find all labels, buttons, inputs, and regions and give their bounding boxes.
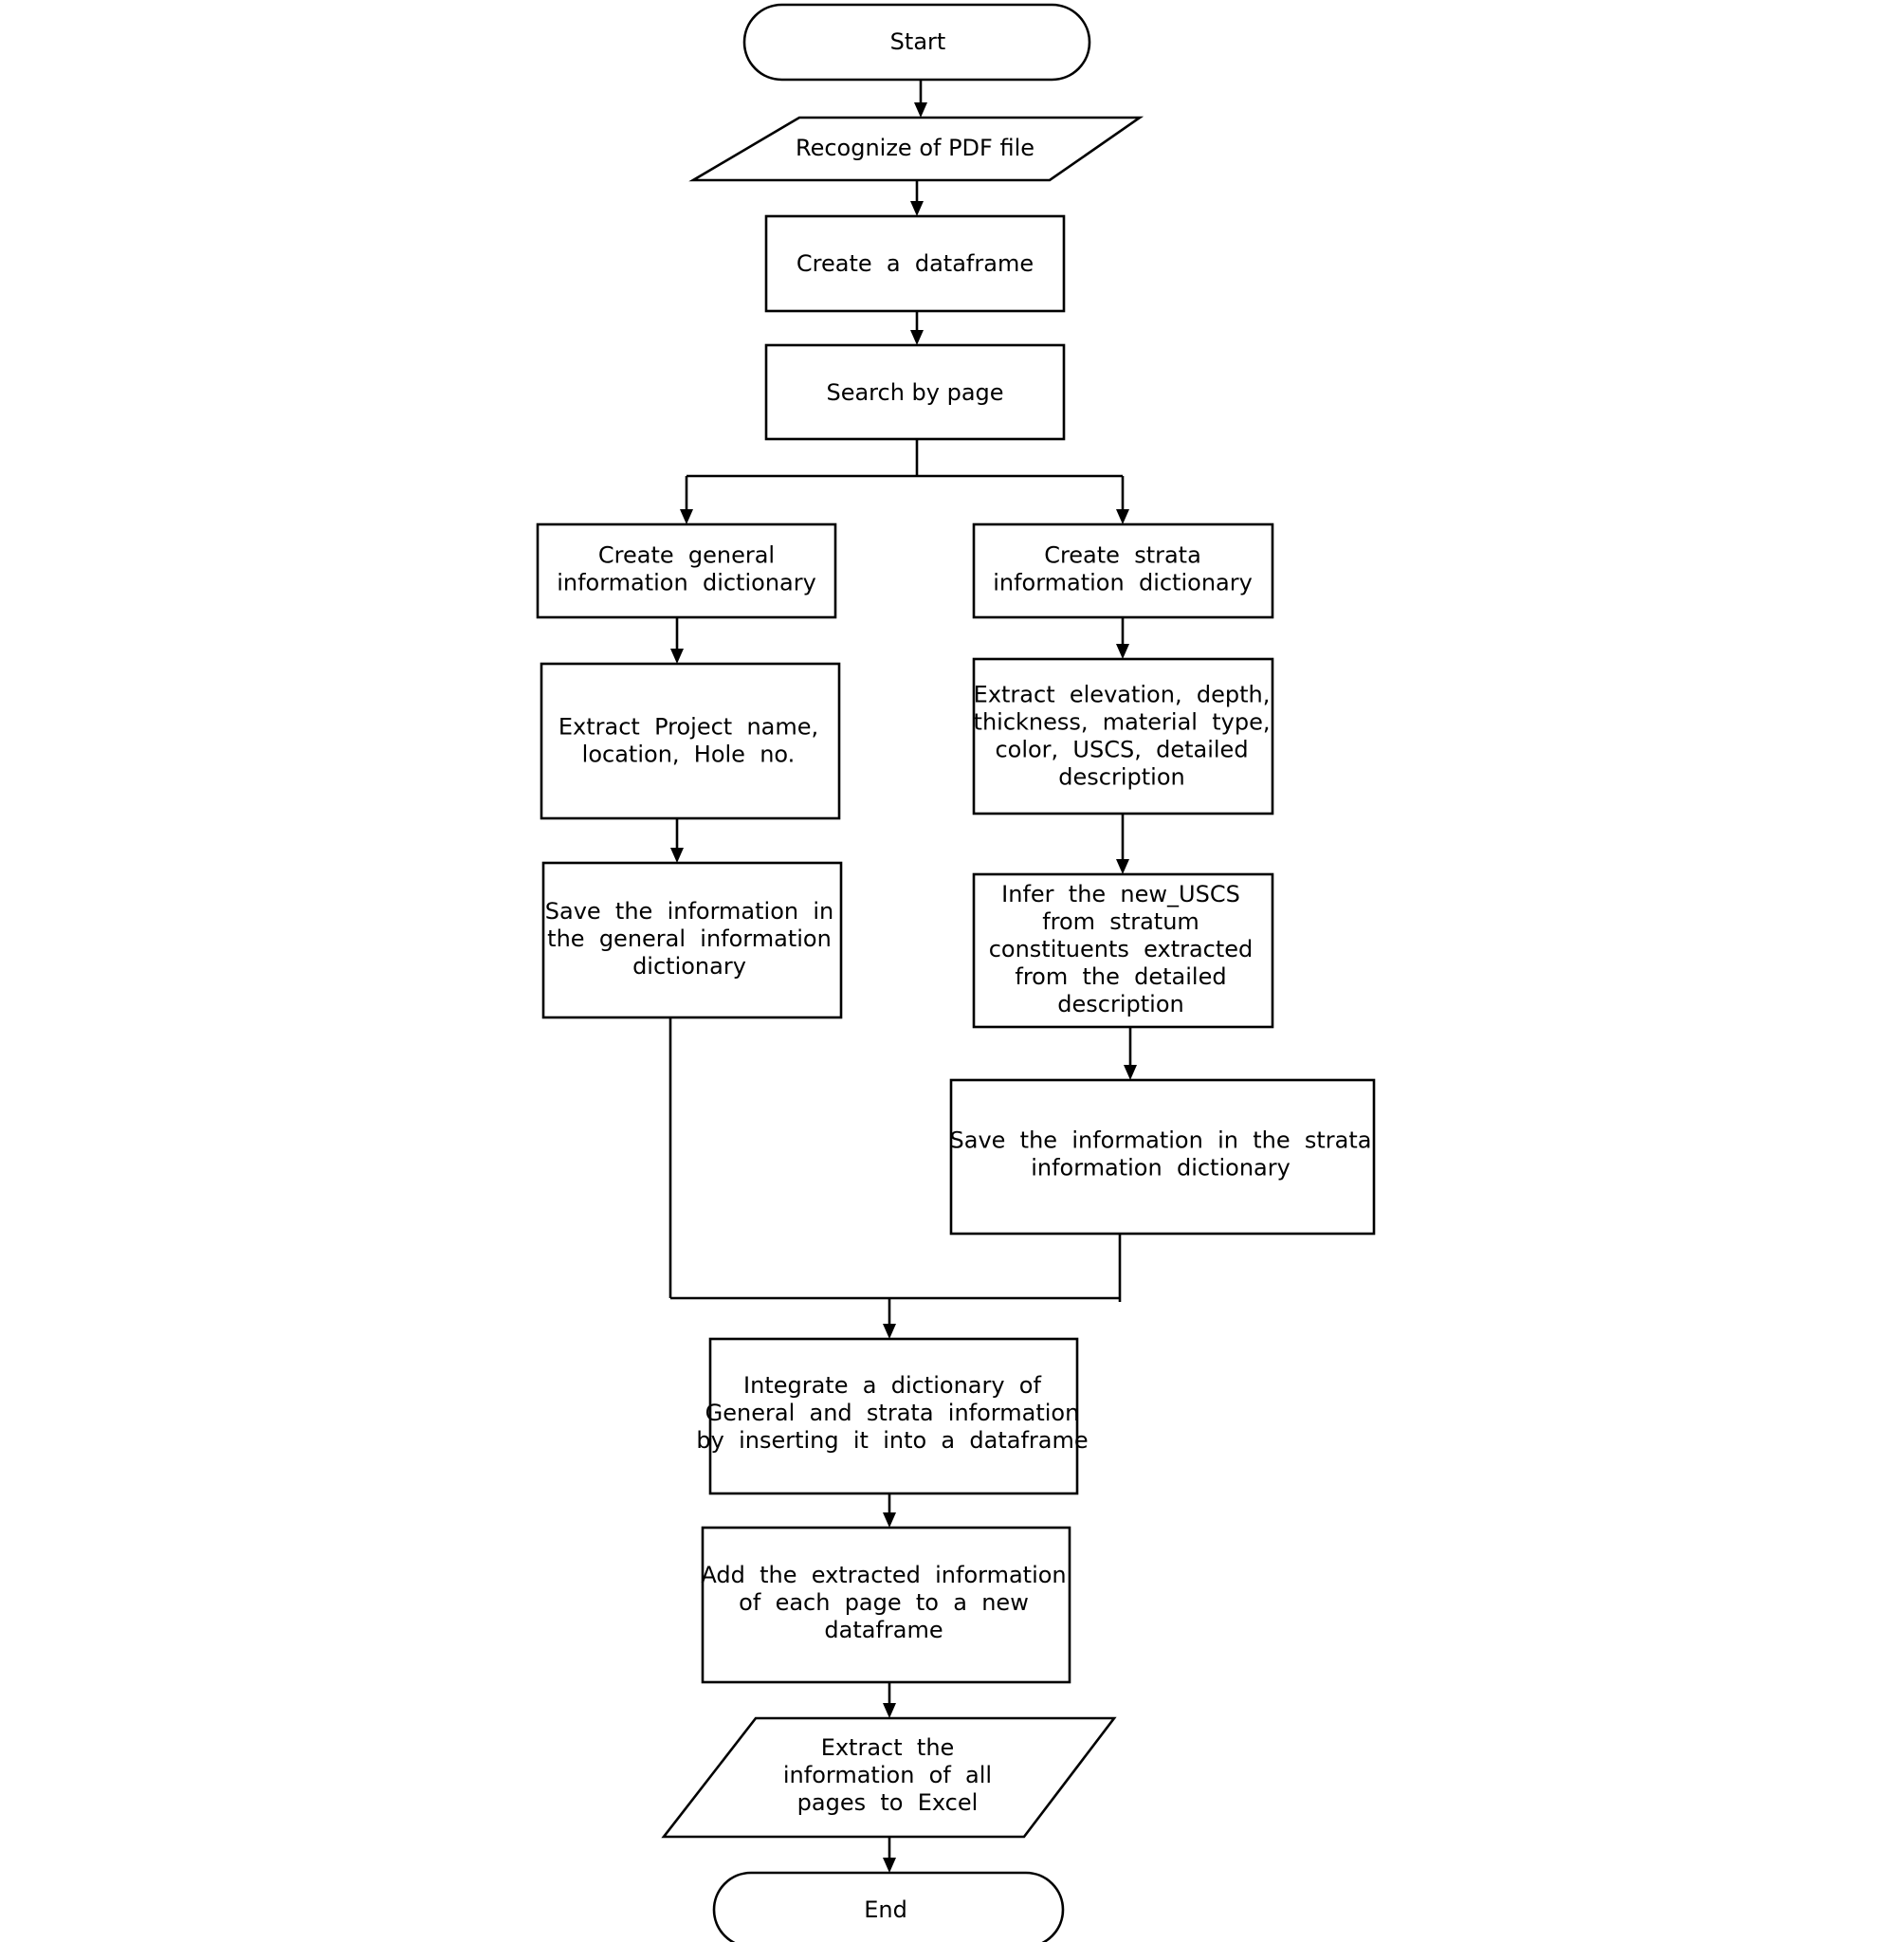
label-line: Infer the new_USCS — [1001, 881, 1240, 907]
label-line: End — [864, 1896, 907, 1923]
arrowhead-save-strata — [1124, 1065, 1137, 1080]
start-terminal — [742, 3, 1091, 82]
arrowhead-extract-project — [670, 649, 684, 664]
search-by-page-label: Search by page — [826, 379, 1003, 406]
label-line: Extract Project name, — [558, 714, 818, 741]
label-line: color, USCS, detailed — [995, 737, 1248, 763]
label-line: dataframe — [824, 1617, 943, 1643]
label-line: information of all — [783, 1762, 992, 1788]
label-line: from the detailed — [1015, 963, 1226, 990]
extract-strata-box — [972, 657, 1274, 815]
label-line: Start — [890, 28, 946, 55]
label-line: Search by page — [826, 379, 1003, 406]
integrate-box — [708, 1337, 1079, 1495]
end-label: End — [864, 1896, 907, 1923]
label-line: by inserting it into a dataframe — [696, 1427, 1088, 1454]
label-line: from stratum — [1042, 908, 1199, 935]
label-line: General and strata information — [705, 1400, 1080, 1426]
extract-project-label: Extract Project name,location, Hole no. — [558, 714, 818, 768]
label-line: pages to Excel — [797, 1789, 979, 1816]
recognize-pdf-input — [688, 116, 1144, 182]
arrowhead-add — [883, 1512, 896, 1528]
arrowhead-save-general — [670, 848, 684, 863]
label-line: information dictionary — [557, 570, 816, 596]
label-line: of each page to a new — [739, 1589, 1029, 1616]
create-dataframe-box — [764, 214, 1066, 313]
add-extracted-box — [701, 1526, 1071, 1684]
label-line: dictionary — [632, 953, 746, 980]
extract-project-box — [540, 662, 841, 820]
label-line: constituents extracted — [989, 936, 1254, 962]
arrowhead-integrate — [883, 1324, 896, 1339]
create-general-dict-box — [536, 522, 837, 619]
label-line: Save the information in the strata — [950, 1127, 1372, 1154]
label-line: Create a dataframe — [796, 250, 1034, 277]
label-line: location, Hole no. — [582, 742, 796, 768]
extract-strata-label: Extract elevation, depth,thickness, mate… — [974, 682, 1271, 791]
connectors — [668, 80, 1137, 1873]
save-general-box — [541, 861, 843, 1019]
arrowhead-extract-strata — [1116, 644, 1129, 659]
label-line: information dictionary — [993, 570, 1253, 596]
label-line: Save the information in — [545, 898, 833, 925]
recognize-pdf-label: Recognize of PDF file — [796, 135, 1034, 161]
end-terminal — [712, 1871, 1065, 1942]
search-by-page-box — [764, 343, 1066, 441]
arrowhead-strata-dict — [1116, 509, 1129, 524]
label-line: Integrate a dictionary of — [743, 1372, 1041, 1399]
arrowhead-infer — [1116, 859, 1129, 874]
infer-uscs-box — [972, 872, 1274, 1029]
start-label: Start — [890, 28, 946, 55]
arrowhead-dataframe — [910, 201, 924, 216]
label-line: description — [1058, 764, 1184, 791]
create-dataframe-label: Create a dataframe — [796, 250, 1034, 277]
save-strata-box — [949, 1078, 1376, 1236]
label-line: Extract elevation, depth, — [974, 682, 1271, 708]
arrowhead-end — [883, 1858, 896, 1873]
label-line: Create strata — [1044, 542, 1201, 569]
label-line: the general information — [547, 925, 832, 952]
label-line: thickness, material type, — [974, 709, 1271, 736]
export-excel-output — [661, 1716, 1117, 1839]
arrowhead-recognize — [914, 102, 927, 118]
label-line: Create general — [598, 542, 775, 569]
label-line: description — [1057, 991, 1183, 1017]
arrowhead-search — [910, 330, 924, 345]
label-line: Add the extracted information — [701, 1562, 1066, 1588]
label-line: Extract the — [821, 1734, 955, 1761]
arrowhead-general-dict — [680, 509, 693, 524]
label-line: information dictionary — [1031, 1155, 1291, 1182]
arrowhead-export — [883, 1703, 896, 1718]
label-line: Recognize of PDF file — [796, 135, 1034, 161]
